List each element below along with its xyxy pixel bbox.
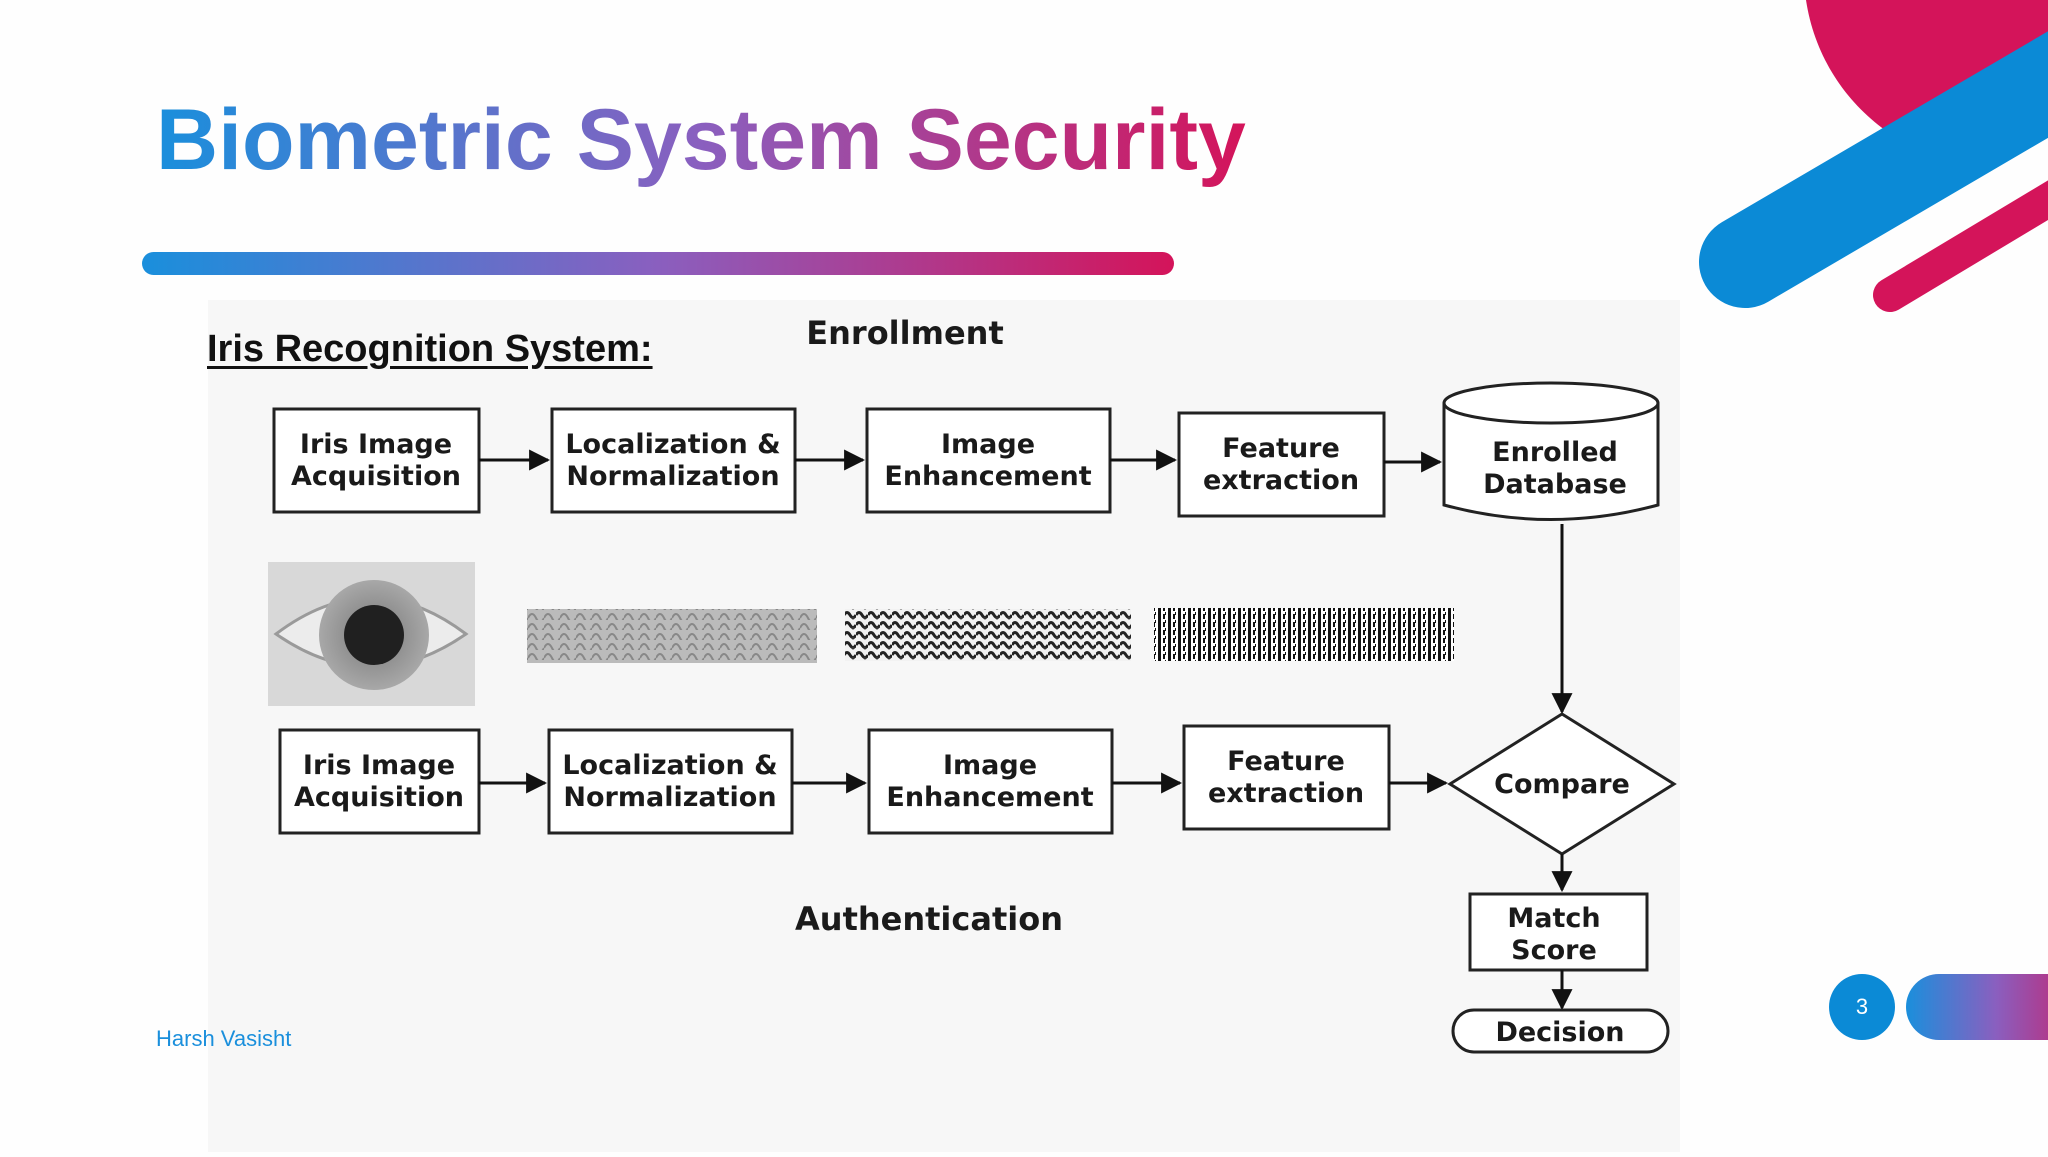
normalized-iris-image [527, 609, 817, 663]
compare-diamond: Compare [1447, 712, 1677, 856]
auth-step-acquisition: Iris Image Acquisition [278, 728, 481, 835]
title-word-1: Biometric [156, 92, 553, 188]
auth-step-feature: Feature extraction [1182, 724, 1391, 831]
auth-acquisition-line1: Iris Image [303, 750, 455, 781]
iris-flow-diagram: Enrollment Authentication Iris Image Acq… [268, 314, 1677, 1054]
footer-gradient-bar [1906, 974, 2048, 1040]
auth-feature-line1: Feature [1227, 746, 1345, 777]
enroll-step-enhancement: Image Enhancement [865, 407, 1112, 514]
compare-label: Compare [1494, 769, 1630, 800]
page-number-badge: 3 [1829, 974, 1895, 1040]
decision-terminal: Decision [1451, 1008, 1670, 1054]
auth-feature-line2: extraction [1208, 778, 1364, 809]
enrollment-label: Enrollment [806, 314, 1003, 352]
match-score-box: Match Score [1468, 892, 1649, 972]
auth-step-enhancement: Image Enhancement [867, 728, 1114, 835]
enroll-feature-line2: extraction [1203, 465, 1359, 496]
enroll-enhancement-line2: Enhancement [884, 461, 1091, 492]
enrolled-database: Enrolled Database [1442, 381, 1660, 521]
database-line2: Database [1483, 469, 1627, 500]
enroll-enhancement-line1: Image [941, 429, 1035, 460]
authentication-label: Authentication [795, 900, 1063, 938]
auth-localization-line2: Normalization [563, 782, 776, 813]
auth-acquisition-line2: Acquisition [294, 782, 464, 813]
enroll-step-feature: Feature extraction [1177, 411, 1386, 518]
match-score-line1: Match [1507, 903, 1600, 934]
iris-diagram-image: Enrollment Authentication Iris Image Acq… [208, 300, 1680, 1152]
title-word-3: Security [906, 92, 1246, 188]
enroll-step-acquisition: Iris Image Acquisition [272, 407, 481, 514]
magenta-corner-shape [1806, 0, 2048, 140]
enhanced-iris-image [845, 609, 1131, 661]
database-line1: Enrolled [1492, 437, 1618, 468]
blue-diagonal-stripe [1699, 31, 2048, 308]
auth-enhancement-line2: Enhancement [886, 782, 1093, 813]
auth-localization-line1: Localization & [562, 750, 777, 781]
slide-title: Biometric System Security [156, 88, 1246, 192]
enroll-acquisition-line1: Iris Image [300, 429, 452, 460]
auth-enhancement-line1: Image [943, 750, 1037, 781]
auth-step-localization: Localization & Normalization [547, 728, 794, 835]
enroll-acquisition-line2: Acquisition [291, 461, 461, 492]
decision-label: Decision [1495, 1017, 1624, 1048]
eye-image [268, 562, 475, 706]
iris-code-image [1154, 608, 1454, 661]
title-underline-bar [142, 252, 1174, 275]
enroll-localization-line1: Localization & [565, 429, 780, 460]
enroll-feature-line1: Feature [1222, 433, 1340, 464]
enroll-step-localization: Localization & Normalization [550, 407, 797, 514]
section-subtitle: Iris Recognition System: [207, 328, 653, 370]
match-score-line2: Score [1511, 935, 1597, 966]
magenta-diagonal-stripe [1873, 180, 2048, 312]
enroll-localization-line2: Normalization [566, 461, 779, 492]
title-word-2: System [576, 92, 883, 188]
author-name: Harsh Vasisht [156, 1026, 292, 1051]
